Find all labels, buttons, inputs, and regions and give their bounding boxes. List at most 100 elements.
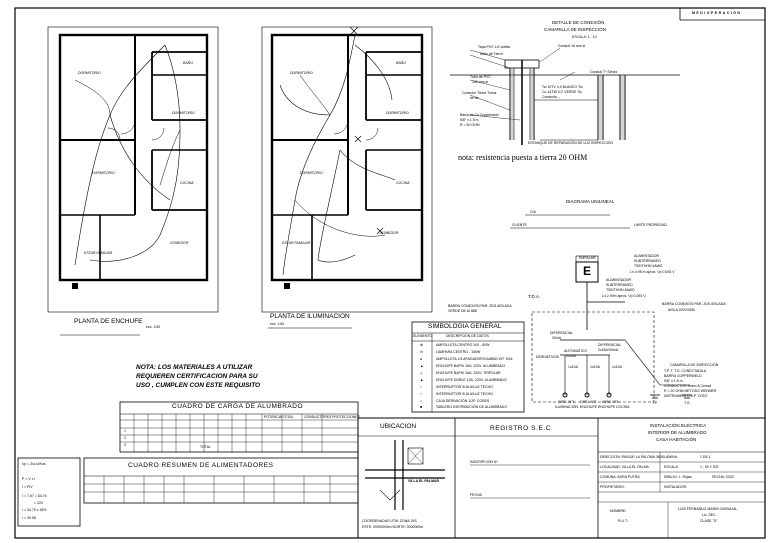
registro-title: REGISTRO S.E.C [490,425,552,432]
calc-line: I = 29.08 [22,516,36,520]
cuadro-carga-row-2: 2 [124,436,126,440]
room-label: ESTAR FAMILIAR [84,251,113,255]
plan-iluminacion-drawing [261,26,433,313]
detalle-label: de tie [470,96,479,100]
unilineal-label: CONDUCTOR 6mm² A Cerrad [664,384,712,388]
cajetin-dibujo: DIBUJO: L. Rojas [664,475,692,479]
plan-enchufe-drawing [47,26,219,313]
meter-letter: E [583,264,592,278]
calc-line: I = 7.67 = 34.75 [22,494,47,498]
unilineal-label: BARRA COPPERWELD [664,374,702,378]
unilineal-label: 1x10A [590,365,600,369]
unilineal-label: Ln 2.90m aprox. Vp 0.093 V [602,294,646,298]
ubicacion-street: VILLA EL PALMAR [408,479,440,483]
title-block-grid [357,417,766,539]
unilineal-label: R = 20 OHM METODO WENNER [664,389,717,393]
nota-line: NOTA: LOS MATERIALES A UTILIZAR [136,364,253,371]
unilineal-title: DIAGRAMA UNILINEAL [566,199,615,204]
unilineal-label: T.P. [652,401,658,405]
detalle-label: Conector Tierra 'Toma [462,91,497,95]
unilineal-cia: CIA [530,210,536,214]
unilineal-label: ALIMENTADOR [606,278,632,282]
unilineal-label: CIRC. N°1 [558,400,575,404]
unilineal-tda: T.D.A. [528,294,541,299]
calc-line: = 220 [34,501,43,505]
simbologia-item: CAJA DERIVACIÓN 1/2P. COSES [436,399,490,403]
plan-enchufe-title: PLANTA DE ENCHUFE [74,318,143,325]
unilineal-label: SUBTERRANEO [606,283,633,287]
unilineal-label: T.G. [684,401,691,405]
cuadro-carga-header: CONDUCTORES [304,415,332,419]
unilineal-label: DIFERENCIAL [550,331,574,335]
cajetin-title2: INTERIOR DE ALUMBRADO [648,430,707,435]
registro-fecha: FECHA [470,493,482,497]
simbologia-item: TABLERO DISTRIBUCIÓN DE ALUMBRADO [436,405,507,409]
room-label: DORMITORIO [92,171,115,175]
unilineal-label: TSE/THHN 4AWG [634,264,663,268]
simbologia-item: ENCHUFE BAPKI 16A. 220V. ALUMBRADO [436,364,506,368]
cajetin-lamina-value: 1 DE 1 [700,455,711,459]
room-label: COCINA [396,181,410,185]
unilineal-label: TSE/THHN 4AWG [606,288,635,292]
cuadro-carga-header: PROTECCIONES [332,415,361,419]
unilineal-label: INSTRUMENTO 4-P 'LYGO' [664,394,708,398]
detalle-label: Barra de Cu Copperweld [460,113,499,117]
detalle-label: Cu 14TW 4.0' VERDE 'Sc [542,90,583,94]
detalle-scale: ESCALA: 1 : 10 [572,35,597,39]
unilineal-label: DIFERENCIAL [598,343,622,347]
calc-line: I = P/V [22,485,33,489]
simbologia-frame [411,321,525,413]
simbologia-title: SIMBOLOGIA GENERAL [428,323,502,330]
unilineal-cliente: CLIENTE [512,223,527,227]
unilineal-drawing [510,214,692,403]
room-label: DORMITORIO [290,71,313,75]
room-label: DORMITORIO [300,171,323,175]
cajetin-lamina-label: LÁMINA [664,455,678,459]
simbologia-item: ENCHUFE DOBLE 10A. 220V. ALUMBRADO [436,378,507,382]
cajetin-instalador: INSTALADOR: [664,485,688,489]
room-label: DORMITORIO [78,71,101,75]
simbologia-item: AMPOLLETA 1/4 APAGADOR/CAMBIO INT. 9/16 [436,357,513,361]
detalle-label: Tapa PVC 1/4 vuelta [478,45,510,49]
unilineal-label: CIRC. N°3 [602,400,619,404]
detalle-label: ESTANQUE DE REPARACIÓN DE LUZ INSPECCIÓN [528,141,613,145]
symbol-ampolleta-icon: ⊗ [420,343,423,347]
simbologia-item: AMPOLLETA CENTRO 100 - 60W [436,343,490,347]
unilineal-label: CIRC. N°2 [580,400,597,404]
detalle-label: Tubo de PVC [470,75,491,79]
unilineal-label: DERIVATIVOS [536,355,560,359]
plan-enchufe-scale: esc. 1:50 [146,325,161,329]
symbol-interruptor-icon: ⌐ [420,392,423,396]
detalle-subtitle: CAMARILLA DE INSPECCIÓN [544,27,607,32]
cajetin-escala-value: 1 : 50 Y S/E [700,465,719,469]
detalle-label: 5/8" x 1.5 m [460,118,479,122]
unilineal-label: 2x25A/30mA [598,348,619,352]
simbologia-item: LAMPARA CENTRO - 100W [436,350,481,354]
cajetin-rut: R.U.T.: [618,519,629,523]
symbol-enchufe-doble-icon: ▲ [420,378,424,382]
room-label: COMEDOR [380,231,399,235]
room-label: COCINA [180,181,194,185]
cajetin-localidad: LOCALIDAD: VILLA EL PALMA [600,465,649,469]
symbol-enchufe-icon: ▲ [420,364,424,368]
cajetin-firma-sub: Lic. SEC [702,513,716,517]
simbologia-head-desc: DESCRIPCION DE DATOS [446,334,489,338]
ubicacion-title: UBICACION [380,423,417,430]
nota-line: USO , CUMPLEN CON ESTE REQUISITO [136,382,261,389]
ubicacion-coords: COORDENADAS UTM: ZONA 19S [362,519,417,523]
unilineal-label: Ln 4.95 m aprox. Vp 0.093 V [630,270,675,274]
unilineal-label: 1x10A [612,365,622,369]
room-label: BAÑO [183,61,193,65]
unilineal-label: T.P. T. T.G. CONECTADA A [664,369,707,373]
unilineal-label: AUTOMATICO [564,349,588,353]
unilineal-label: ILUMINACIÓN [555,405,578,409]
unilineal-label: ENCHUFE [580,405,597,409]
unilineal-label: SUBTERRANEO [634,259,661,263]
cajetin-title1: INSTALACIÓN ELÉCTRICA [650,423,707,428]
simbologia-item: INTERRUPTOR 9/16 A/LUZ TECHO [436,385,493,389]
unilineal-label: AISLA 220V/30M [668,308,695,312]
symbol-tripolar-icon: △ [420,371,423,375]
unilineal-label: ALIMENTADOR [634,254,660,258]
detalle-label: 100 mm ø [472,80,488,84]
detalle-label: Conduit Tº Sérvix [590,70,618,74]
